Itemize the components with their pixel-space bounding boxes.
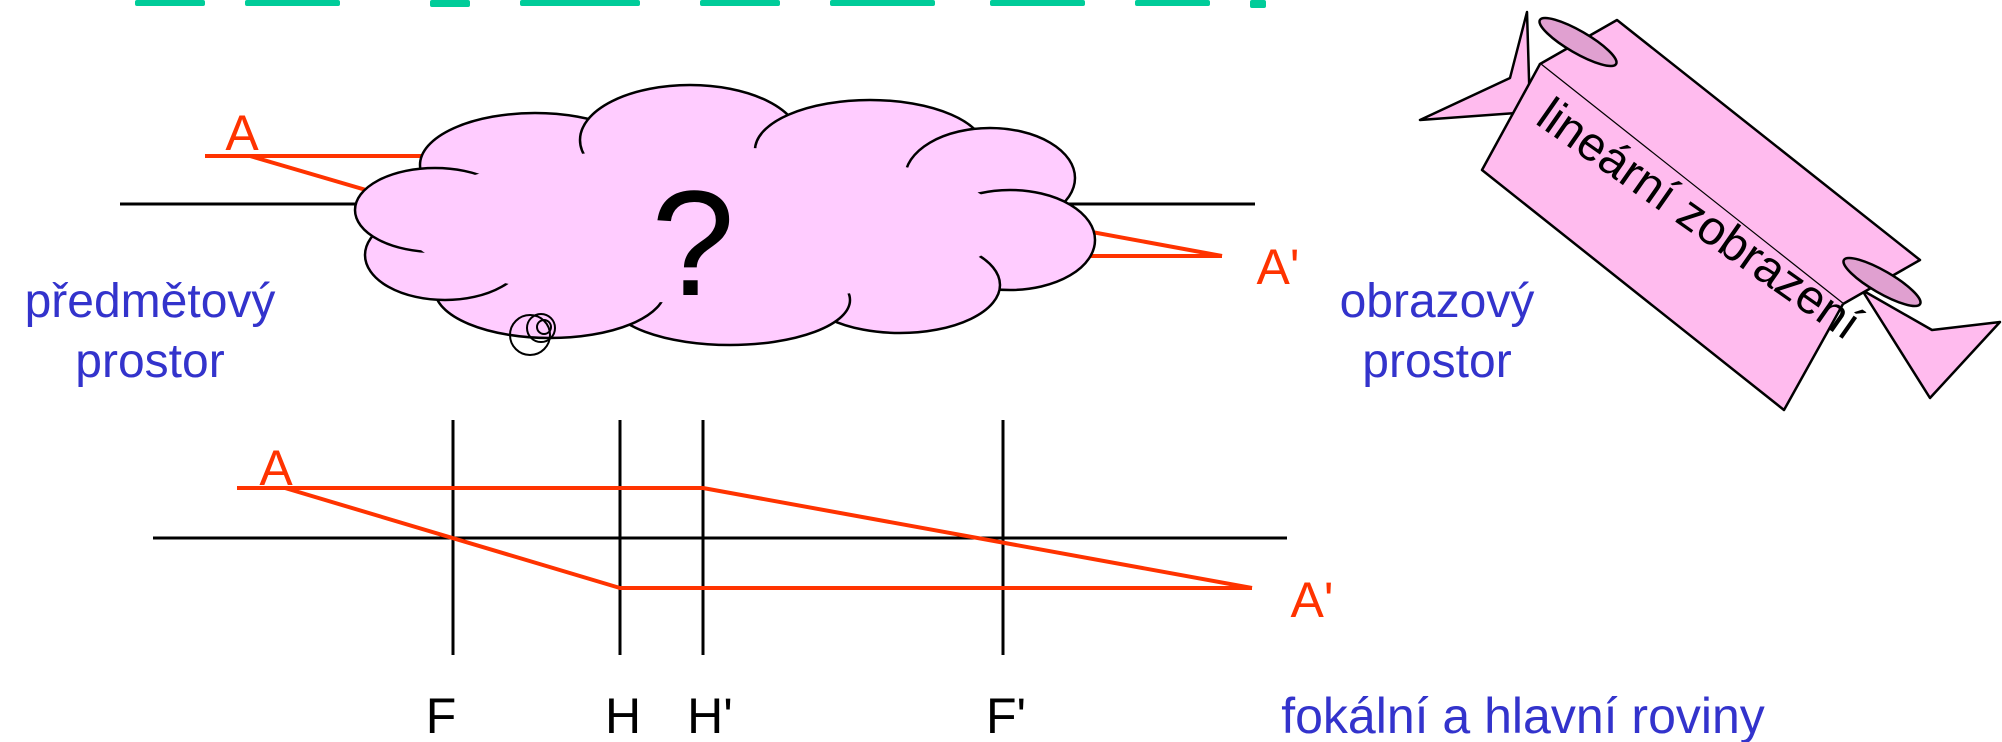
object-space-label-line1: předmětový [25, 275, 276, 328]
question-mark: ? [651, 159, 734, 327]
plane-label-f: F [426, 688, 457, 742]
top-object-point-label: A [225, 105, 259, 161]
clipped-top-text [135, 0, 1266, 8]
object-space-label-line2: prostor [75, 335, 224, 388]
top-image-point-label: A' [1257, 239, 1300, 295]
image-space-label-line1: obrazový [1340, 275, 1535, 328]
bottom-object-point-label: A [259, 440, 293, 496]
bottom-image-point-label: A' [1291, 572, 1334, 628]
plane-label-h-prime: H' [687, 688, 733, 742]
bottom-rays [237, 486, 1253, 590]
plane-label-f-prime: F' [986, 688, 1026, 742]
planes-caption: fokální a hlavní roviny [1281, 688, 1765, 742]
plane-label-h: H [605, 688, 641, 742]
cloud [353, 83, 1097, 347]
image-space-label-line2: prostor [1362, 335, 1511, 388]
banner: lineární zobrazení [1418, 10, 2002, 412]
cloud-swirl-icon [509, 313, 556, 356]
